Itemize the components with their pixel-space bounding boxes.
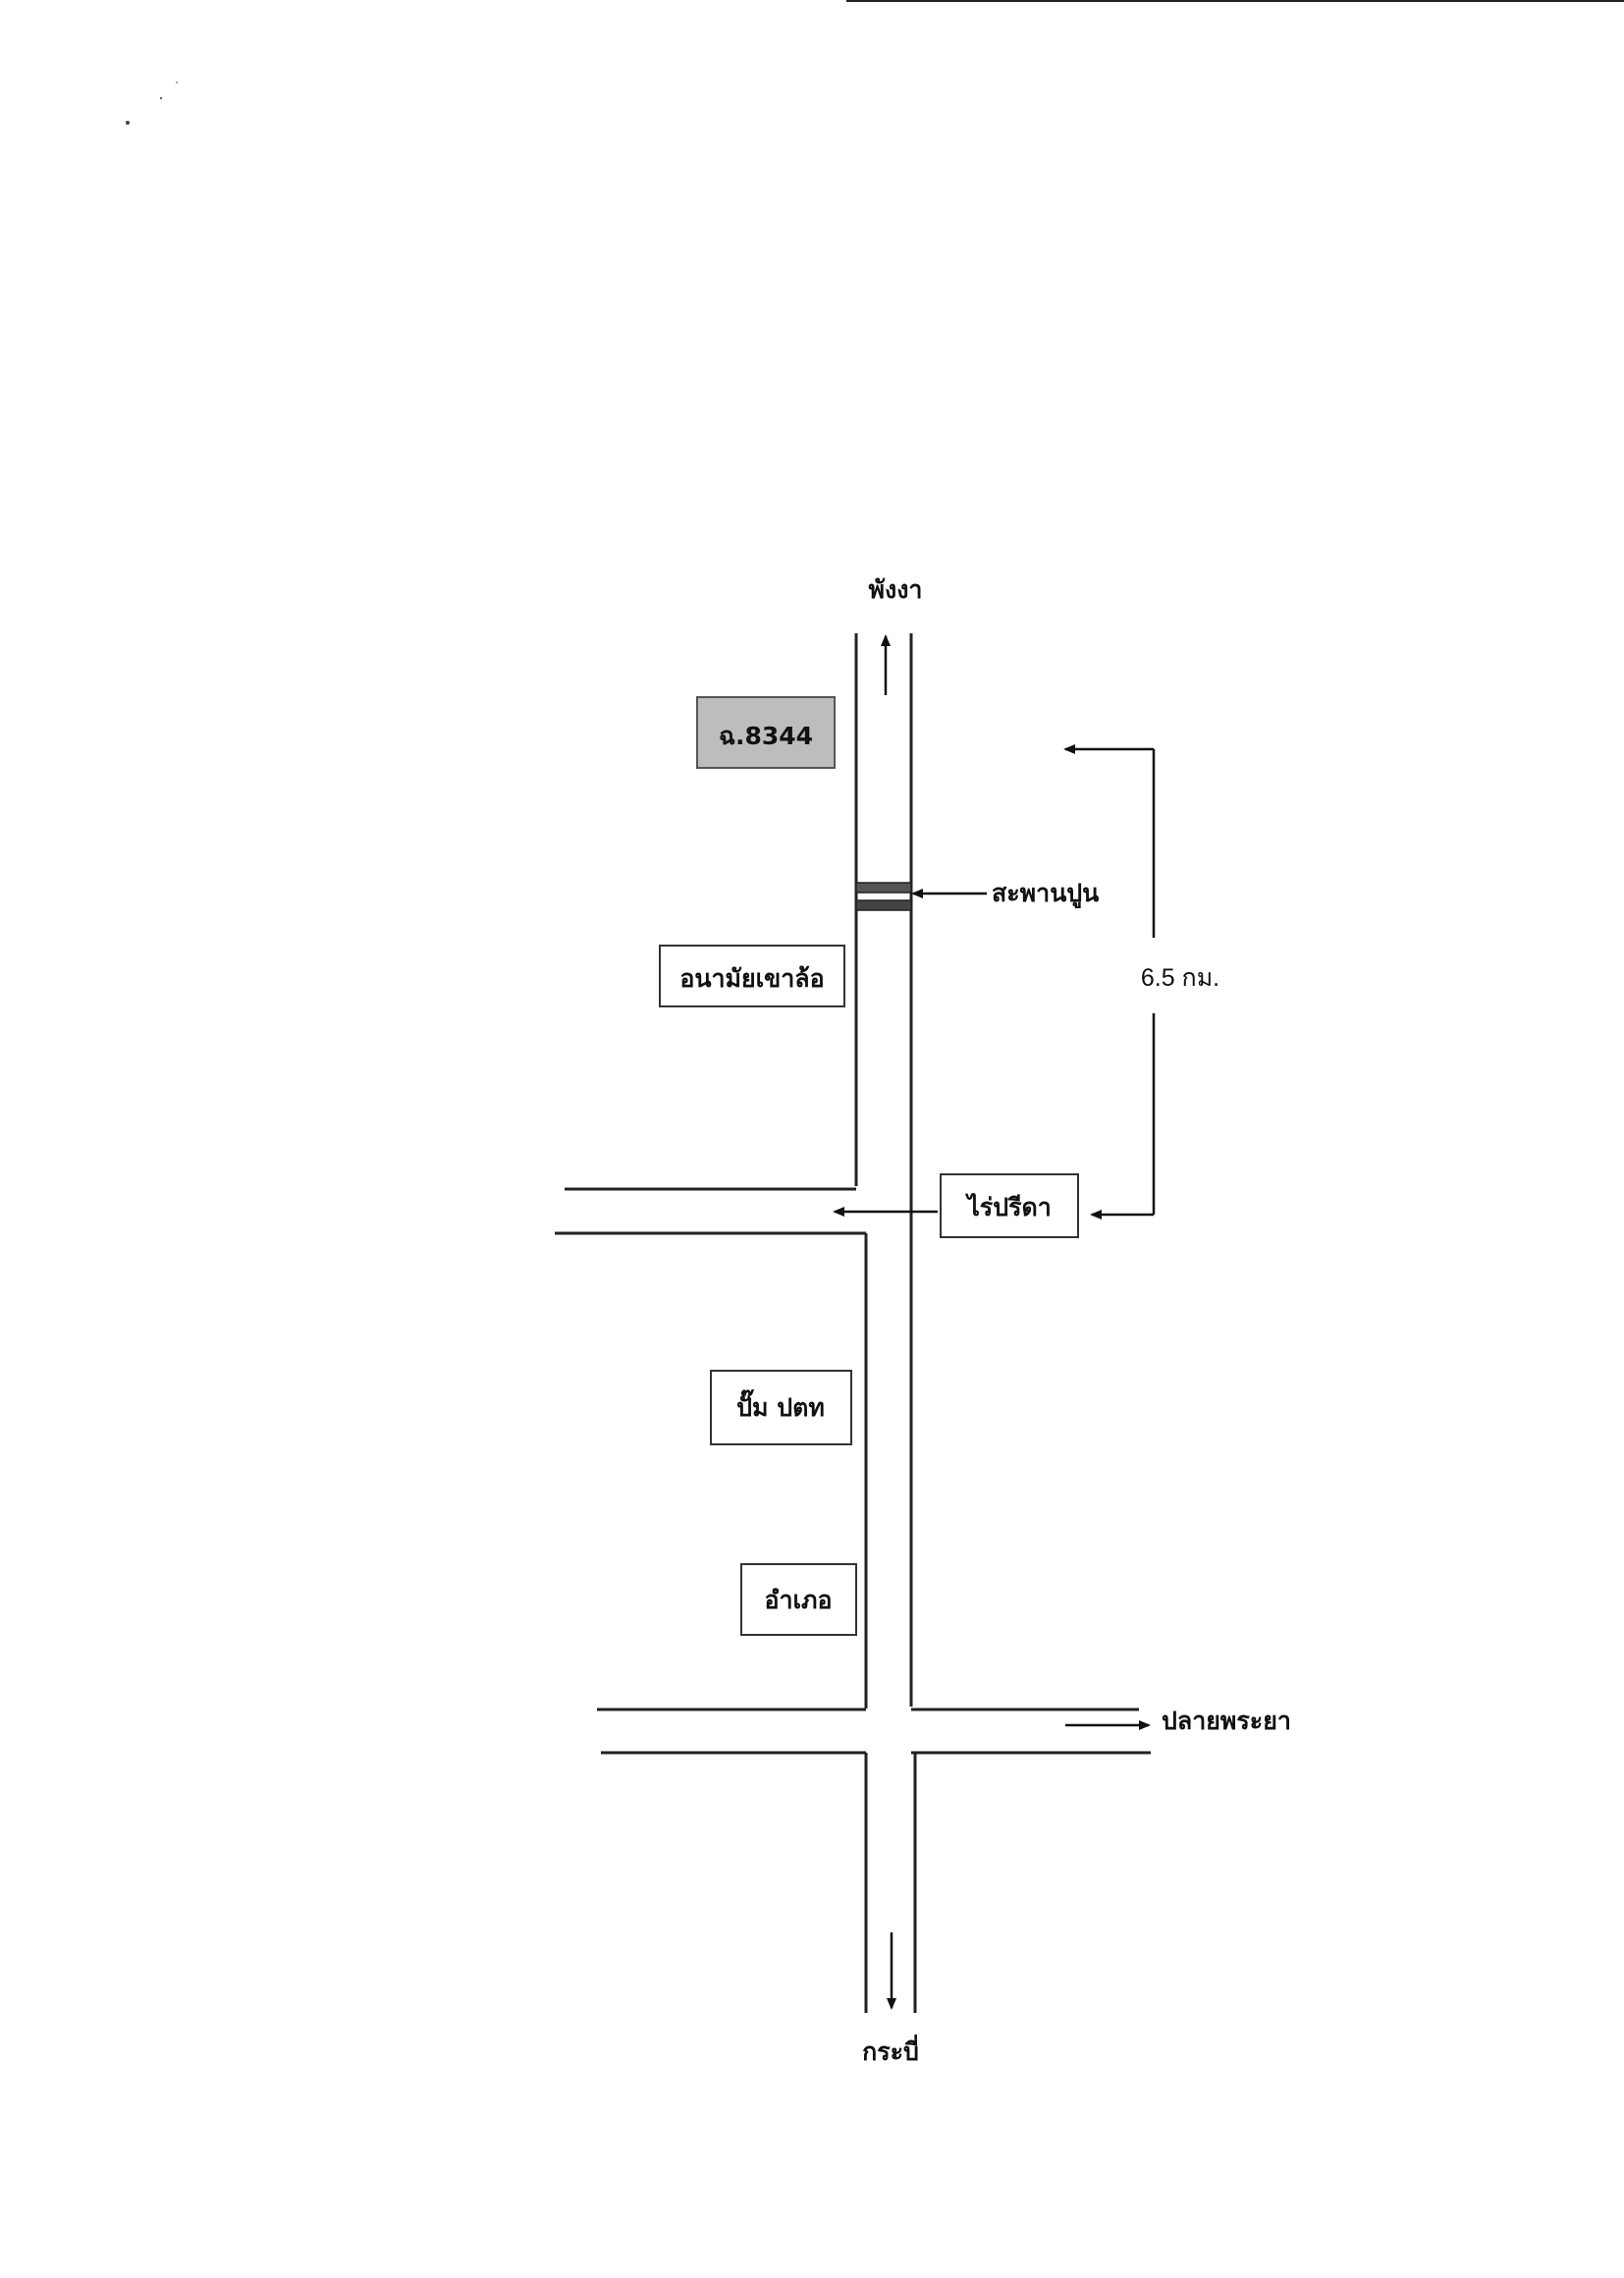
bridge-label: สะพานปูน	[992, 879, 1099, 909]
gas-station-label: ปั๊ม ปตท	[736, 1388, 825, 1422]
bridge-marker	[855, 882, 912, 911]
south-destination-label: กระบี่	[862, 2034, 919, 2066]
target-label: ฉ.8344	[719, 722, 813, 750]
main-road-south	[864, 1753, 917, 2013]
east-destination-label: ปลายพระยา	[1162, 1707, 1291, 1735]
distance-bracket	[1063, 744, 1156, 1220]
cross-road	[597, 1708, 1151, 1755]
gas-station-box	[710, 1370, 852, 1445]
target-box	[696, 696, 836, 769]
district-office-label: อำเภอ	[764, 1586, 832, 1614]
district-office-box	[740, 1563, 857, 1636]
health-center-box	[659, 945, 845, 1007]
health-center-label: อนามัยเขาล้อ	[679, 964, 824, 993]
main-road-north	[854, 633, 913, 1707]
rai-preeda-box	[940, 1173, 1079, 1238]
side-road-west	[555, 1187, 868, 1708]
scan-specks	[126, 81, 178, 125]
rai-preeda-label: ไร่ปรีดา	[964, 1192, 1052, 1221]
distance-label: 6.5 กม.	[1141, 964, 1219, 992]
north-destination-label: พังงา	[869, 575, 923, 604]
